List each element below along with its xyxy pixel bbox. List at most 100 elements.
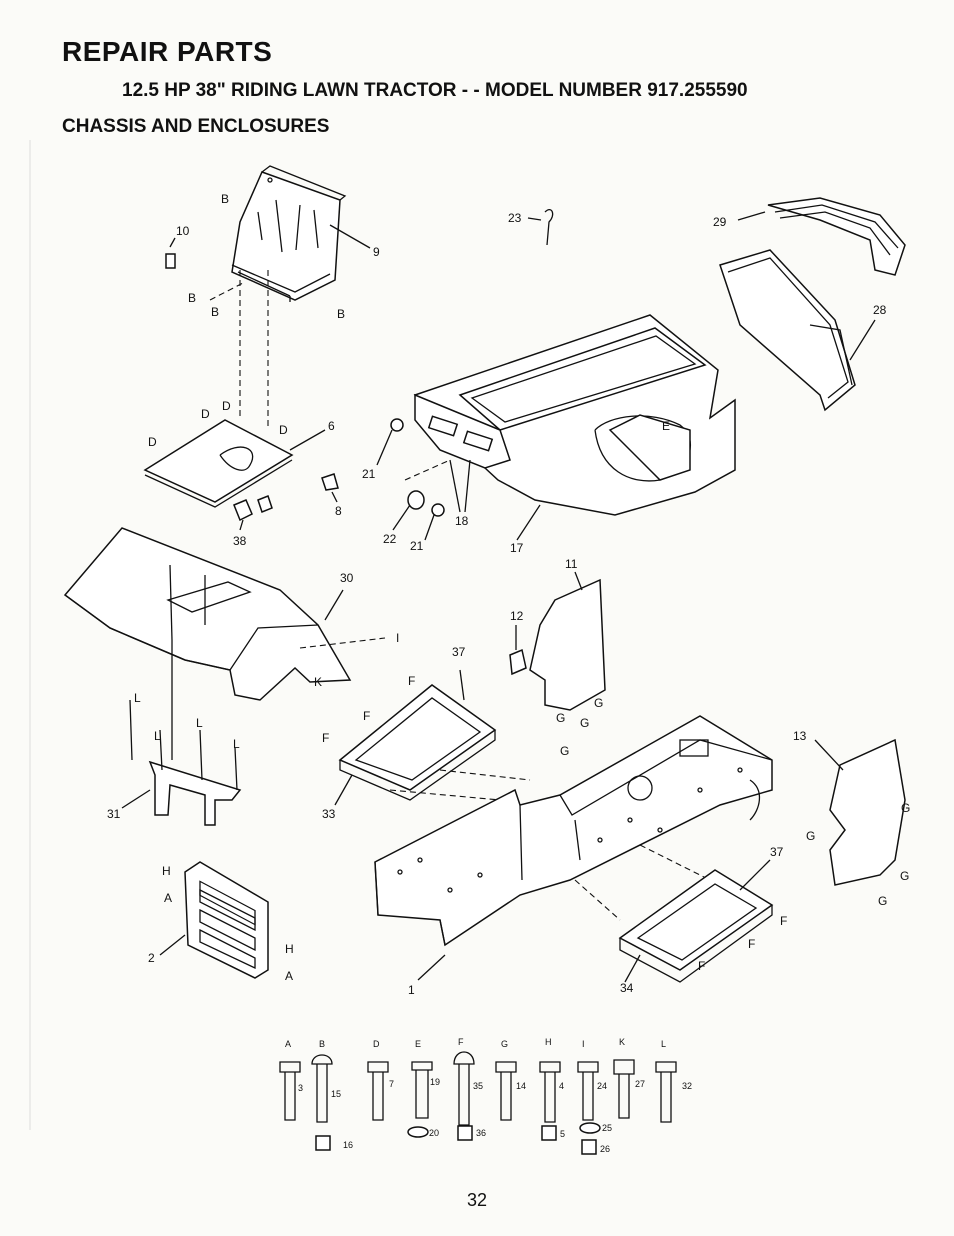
part-10-grommet [165,237,176,269]
part-34-footrest [618,859,774,983]
letter-d3: D [222,399,231,413]
letter-b4: B [337,307,345,321]
hw-letter-f: F [458,1037,464,1047]
part-12-decal [509,625,527,676]
part-23-hitch-pin [527,208,554,246]
hw-bolt-19: 19 [430,1077,440,1087]
hw-nut-16: 16 [343,1140,353,1150]
callout-34: 34 [620,981,634,995]
letter-g5: G [901,801,910,815]
callout-9: 9 [373,245,380,259]
callout-10: 10 [176,224,190,238]
letter-d2: D [201,407,210,421]
hw-bolt-4: 4 [559,1081,564,1091]
hw-nut-26: 26 [600,1144,610,1154]
part-8-clip [321,473,339,503]
hw-bolt-7: 7 [389,1079,394,1089]
hw-bolt-15: 15 [331,1089,341,1099]
hw-bolt-14: 14 [516,1081,526,1091]
hardware-bolts [279,1051,677,1126]
part-28-grille-housing [719,249,876,412]
page-title: REPAIR PARTS [62,36,273,67]
callout-31: 31 [107,807,121,821]
callout-8: 8 [335,504,342,518]
part-2-rear-plate [159,861,269,979]
hw-letter-a: A [285,1039,291,1049]
hw-bolt-27: 27 [635,1079,645,1089]
callout-21b: 21 [410,539,424,553]
letter-f5: F [748,937,755,951]
model-subtitle: 12.5 HP 38" RIDING LAWN TRACTOR - - MODE… [122,80,748,101]
part-6-plate [143,419,326,508]
part-29-bumper [737,197,906,276]
letter-h1: H [162,864,171,878]
hw-bolt-32: 32 [682,1081,692,1091]
callout-13: 13 [793,729,807,743]
letter-d4: D [279,423,288,437]
hardware-nuts [315,1122,601,1155]
letter-f4: F [780,914,787,928]
callout-6: 6 [328,419,335,433]
letter-l4: L [233,737,240,751]
letter-g7: G [900,869,909,883]
hw-nut-36: 36 [476,1128,486,1138]
letter-f6: F [698,959,705,973]
letter-g2: G [580,716,589,730]
letter-b2: B [188,291,196,305]
callout-38: 38 [233,534,247,548]
hardware-labels: A B D E F G H I K L 3 15 7 19 35 14 4 24… [285,1037,692,1154]
letter-f3: F [322,731,329,745]
hw-letter-g: G [501,1039,508,1049]
letter-g3: G [594,696,603,710]
hw-nut-20: 20 [429,1128,439,1138]
callout-12: 12 [510,609,524,623]
letter-f2: F [363,709,370,723]
letter-b3: B [211,305,219,319]
hw-bolt-35: 35 [473,1081,483,1091]
hw-letter-l: L [661,1039,666,1049]
callout-21a: 21 [362,467,376,481]
callout-33: 33 [322,807,336,821]
letter-a2: A [285,969,293,983]
callout-30: 30 [340,571,354,585]
hw-letter-i: I [582,1039,585,1049]
letter-k1: K [314,675,322,689]
callout-17: 17 [510,541,524,555]
letter-g4: G [560,744,569,758]
hw-letter-d: D [373,1039,380,1049]
part-13-bracket [814,738,906,886]
section-title: CHASSIS AND ENCLOSURES [62,116,330,137]
letter-g8: G [878,894,887,908]
letter-d1: D [148,435,157,449]
callout-1: 1 [408,983,415,997]
part-9-dash-panel [231,165,371,302]
callout-28: 28 [873,303,887,317]
callout-23: 23 [508,211,522,225]
letter-g1: G [556,711,565,725]
part-callouts: 1 2 6 8 9 10 11 12 13 17 18 21 21 22 23 … [107,211,887,997]
callout-18: 18 [455,514,469,528]
part-17-hood [413,314,736,541]
page-number: 32 [466,1190,488,1210]
letter-e1: E [662,419,670,433]
callout-29: 29 [713,215,727,229]
hw-letter-e: E [415,1039,421,1049]
callout-2: 2 [148,951,155,965]
part-31-bracket [121,640,242,826]
hw-letter-b: B [319,1039,325,1049]
fastener-letters: B B B B D D D D E I K L L L L F F F F F … [134,192,910,983]
callout-22: 22 [383,532,397,546]
letter-l1: L [134,691,141,705]
callout-37b: 37 [770,845,784,859]
part-30-fender [63,527,352,701]
callout-11: 11 [565,557,578,571]
hw-letter-h: H [545,1037,552,1047]
hw-nut-5: 5 [560,1129,565,1139]
letter-l2: L [154,729,161,743]
part-11-bracket [529,571,606,711]
hw-letter-k: K [619,1037,625,1047]
part-21-22-knobs [376,418,445,541]
part-38-bracket [233,495,273,531]
letter-g6: G [806,829,815,843]
